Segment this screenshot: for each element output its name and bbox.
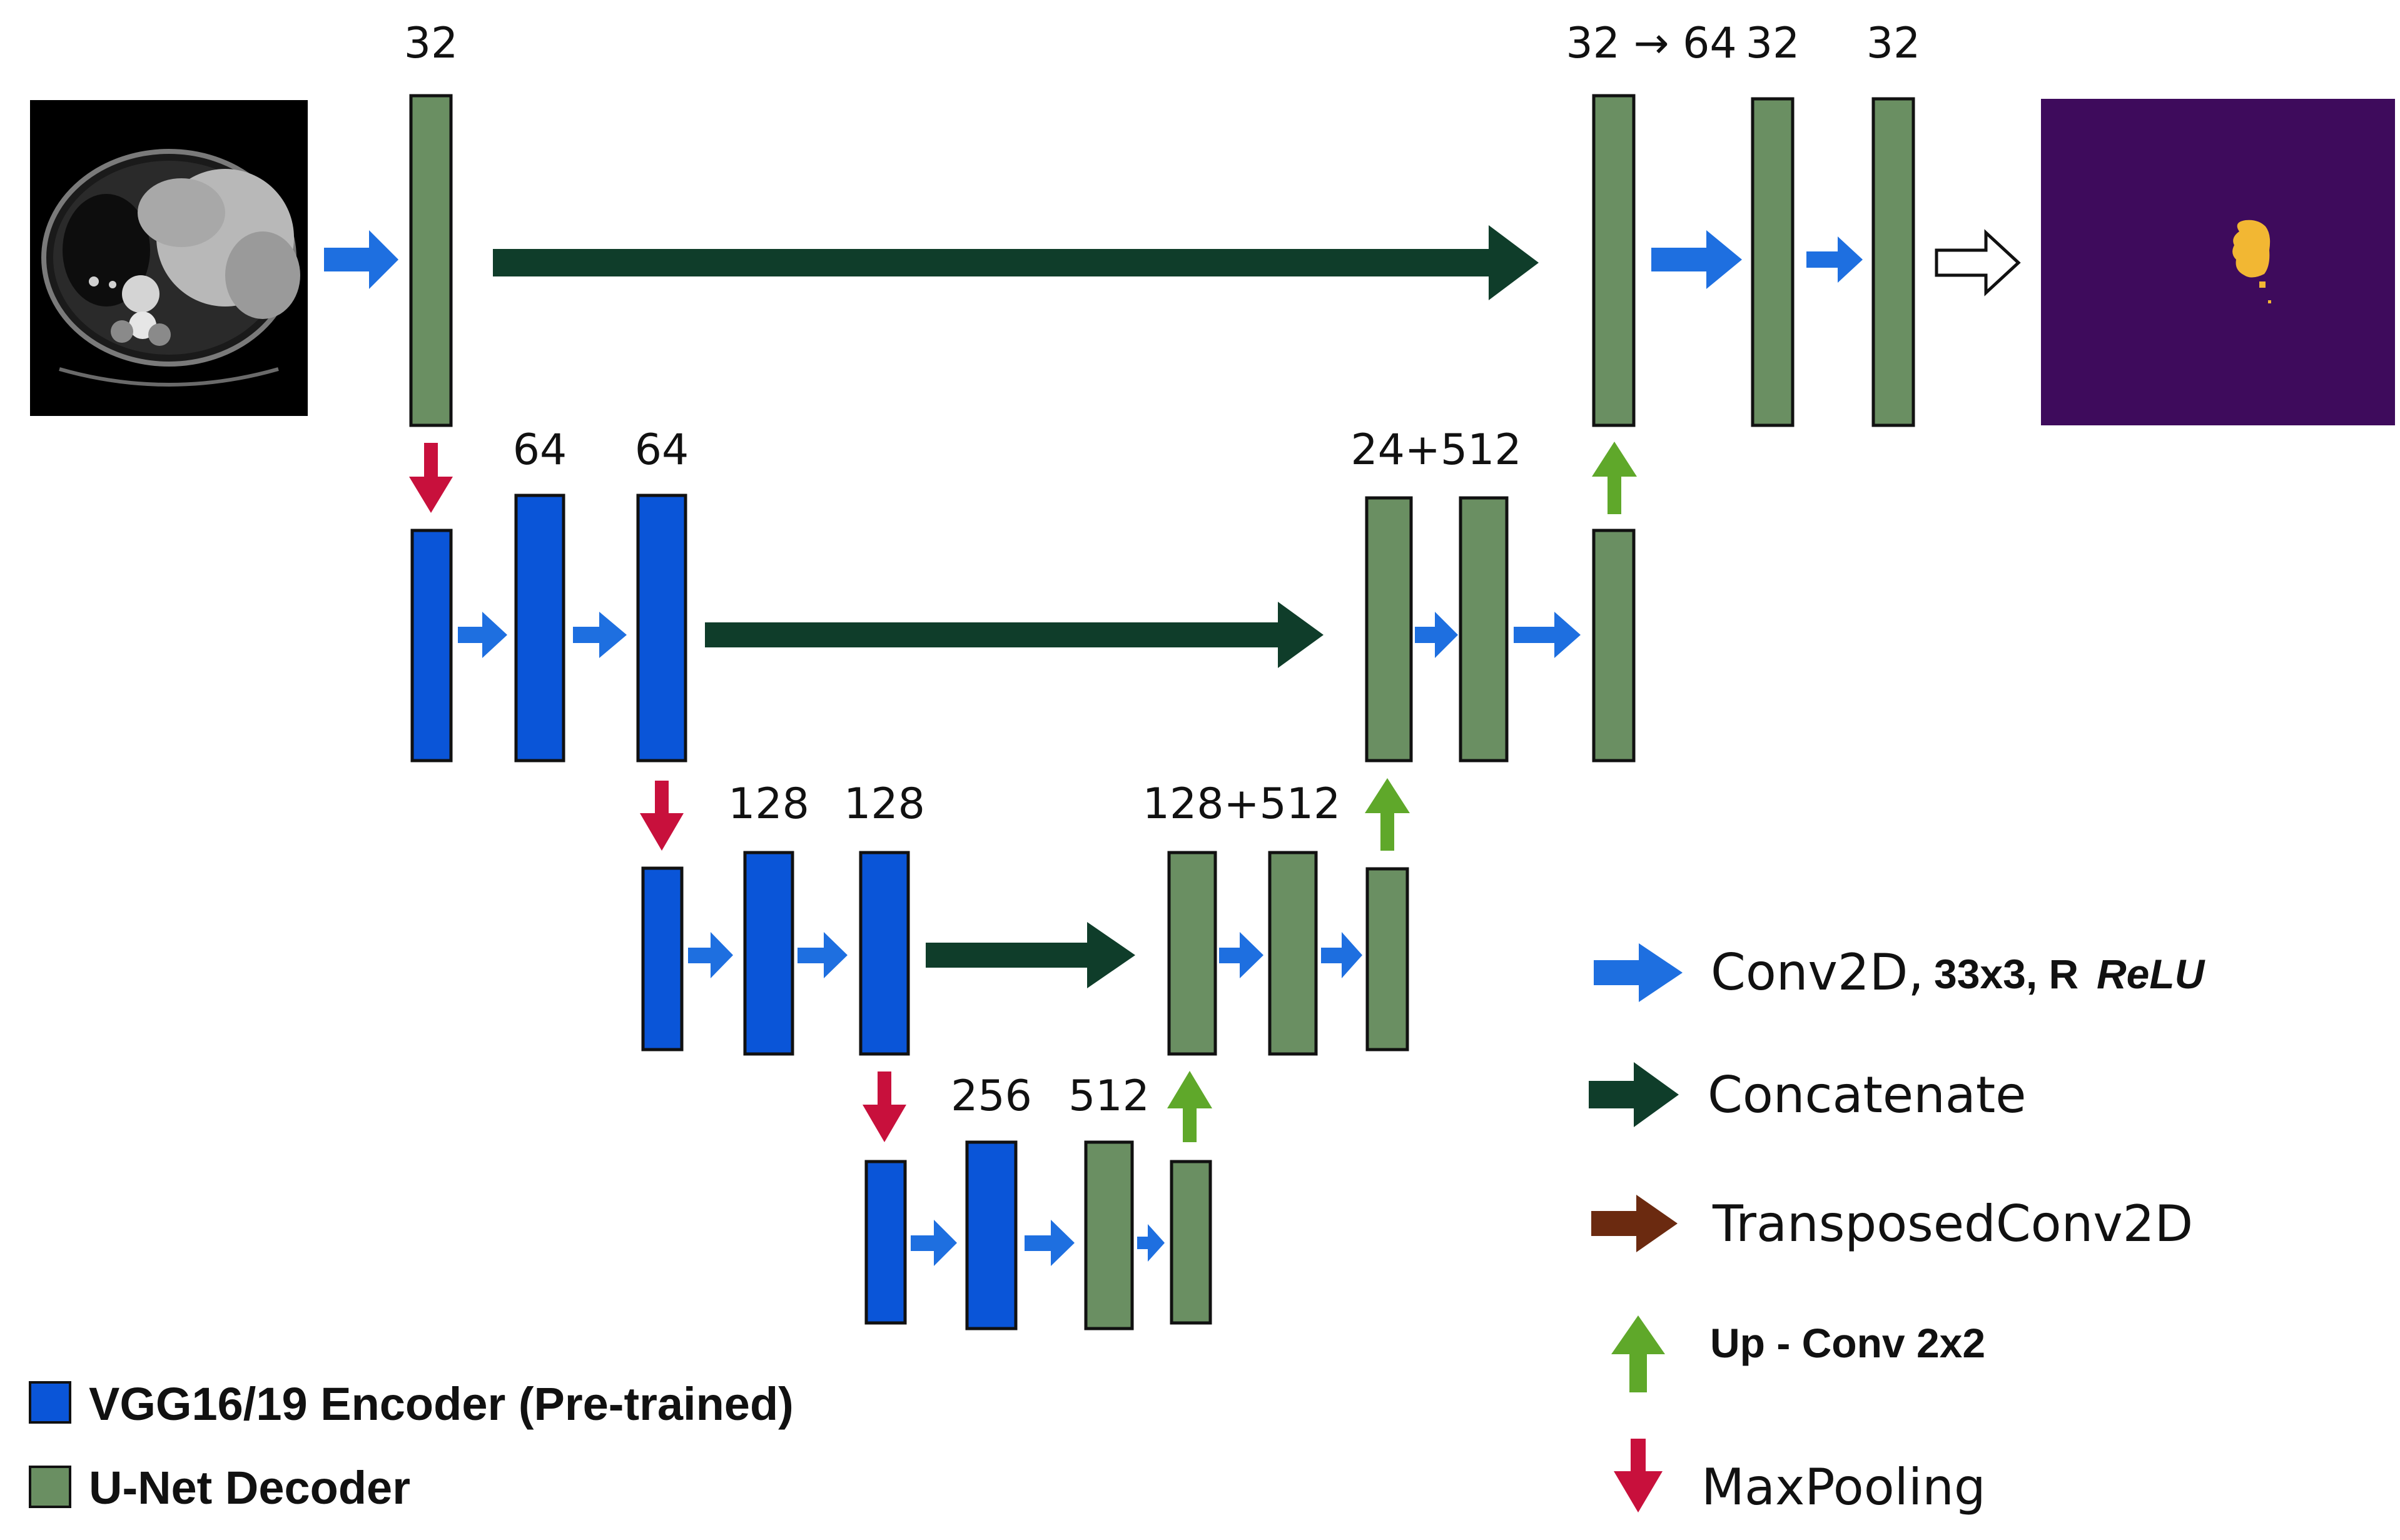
legend-concat: Concatenate xyxy=(1589,1062,2026,1127)
upconv-arrows xyxy=(1167,442,1637,1142)
maxpool-arrow xyxy=(640,781,684,851)
encoder-swatch xyxy=(29,1381,71,1424)
decoder-block xyxy=(1592,529,1636,762)
encoder-block xyxy=(965,1140,1018,1330)
decoder-blocks xyxy=(409,94,1915,1330)
upconv-arrow xyxy=(1592,442,1637,514)
conv-arrow xyxy=(1025,1220,1075,1266)
encoder-block xyxy=(410,529,453,762)
decoder-block xyxy=(1365,496,1413,762)
transposed-arrow-icon xyxy=(1591,1195,1678,1252)
concat-arrow xyxy=(705,602,1324,668)
upconv-legend-label: Up - Conv 2x2 xyxy=(1710,1320,1985,1366)
conv-arrow-icon xyxy=(1594,943,1683,1002)
channel-label: 32 xyxy=(1746,19,1800,68)
channel-label: 32 xyxy=(404,19,458,68)
conv-arrow xyxy=(1219,932,1263,978)
channel-label: 24+512 xyxy=(1350,425,1521,475)
encoder-block xyxy=(636,494,687,762)
conv-arrow xyxy=(458,612,507,658)
conv-arrow xyxy=(688,932,733,978)
encoder-block xyxy=(514,494,565,762)
encoder-block xyxy=(641,866,684,1051)
decoder-block xyxy=(1459,496,1509,762)
maxpool-arrows xyxy=(409,443,906,1142)
legend-arrows: Conv2D, 33x3, R ReLU Concatenate Transpo… xyxy=(1589,943,2206,1516)
concat-legend-label: Concatenate xyxy=(1708,1066,2026,1124)
conv-legend-detail-italic: ReLU xyxy=(2097,951,2206,997)
channel-label: 256 xyxy=(951,1071,1032,1121)
decoder-block xyxy=(1592,94,1636,427)
conv-arrow xyxy=(1806,236,1863,283)
channel-labels: 32 32 → 64 32 32 64 64 24+512 128 128 12… xyxy=(404,19,1921,1121)
channel-label: 32 → 64 xyxy=(1566,19,1736,68)
decoder-block xyxy=(1084,1140,1134,1330)
output-segmentation-image xyxy=(2041,99,2395,425)
concat-arrow xyxy=(493,225,1539,300)
channel-label: 64 xyxy=(635,425,689,475)
concat-arrows xyxy=(493,225,1539,988)
decoder-block xyxy=(1167,851,1217,1056)
encoder-block xyxy=(743,851,794,1056)
conv-arrow xyxy=(573,612,627,658)
channel-label: 128 xyxy=(728,779,809,829)
upconv-arrow xyxy=(1365,778,1410,851)
channel-label: 64 xyxy=(513,425,567,475)
conv-arrow xyxy=(1137,1224,1165,1262)
maxpool-legend-label: MaxPooling xyxy=(1701,1458,1986,1516)
conv-arrows xyxy=(324,230,1863,1266)
decoder-block xyxy=(1751,97,1795,427)
legend-conv: Conv2D, 33x3, R ReLU xyxy=(1594,943,2206,1002)
hollow-arrow-icon xyxy=(1935,229,2021,296)
conv-legend-label: Conv2D, xyxy=(1711,943,1924,1001)
conv-arrow xyxy=(1415,612,1458,658)
upconv-arrow-icon xyxy=(1611,1315,1665,1392)
maxpool-arrow xyxy=(409,443,453,513)
decoder-block xyxy=(1170,1160,1212,1325)
concat-arrow-icon xyxy=(1589,1062,1679,1127)
encoder-block xyxy=(864,1160,907,1325)
decoder-legend-label: U-Net Decoder xyxy=(89,1462,410,1514)
maxpool-arrow xyxy=(863,1071,906,1142)
input-ct-image xyxy=(30,100,308,416)
legend-upconv: Up - Conv 2x2 xyxy=(1611,1315,1985,1392)
legend-maxpool: MaxPooling xyxy=(1614,1439,1986,1516)
encoder-legend-label: VGG16/19 Encoder (Pre-trained) xyxy=(89,1378,794,1430)
conv-arrow xyxy=(911,1220,957,1266)
legend-transposed: TransposedConv2D xyxy=(1591,1195,2193,1253)
decoder-block xyxy=(1365,867,1409,1051)
decoder-swatch xyxy=(29,1466,71,1508)
encoder-blocks xyxy=(410,494,1018,1330)
channel-label: 512 xyxy=(1068,1071,1150,1121)
conv-arrow xyxy=(1514,612,1581,658)
decoder-block xyxy=(1871,97,1915,427)
legend-blocks: VGG16/19 Encoder (Pre-trained) U-Net Dec… xyxy=(29,1378,794,1514)
channel-label: 128+512 xyxy=(1143,779,1341,829)
channel-label: 32 xyxy=(1866,19,1921,68)
upconv-arrow xyxy=(1167,1071,1212,1142)
decoder-block xyxy=(409,94,453,427)
decoder-block xyxy=(1268,851,1318,1056)
encoder-block xyxy=(859,851,910,1056)
transposed-legend-label: TransposedConv2D xyxy=(1712,1195,2193,1253)
conv-arrow xyxy=(1651,230,1742,289)
conv-arrow xyxy=(797,932,848,978)
concat-arrow xyxy=(926,922,1135,988)
conv-arrow xyxy=(1321,932,1362,978)
conv-arrow xyxy=(324,230,398,289)
conv-legend-detail: 33x3, R xyxy=(1934,951,2078,997)
maxpool-arrow-icon xyxy=(1614,1439,1663,1512)
channel-label: 128 xyxy=(844,779,925,829)
